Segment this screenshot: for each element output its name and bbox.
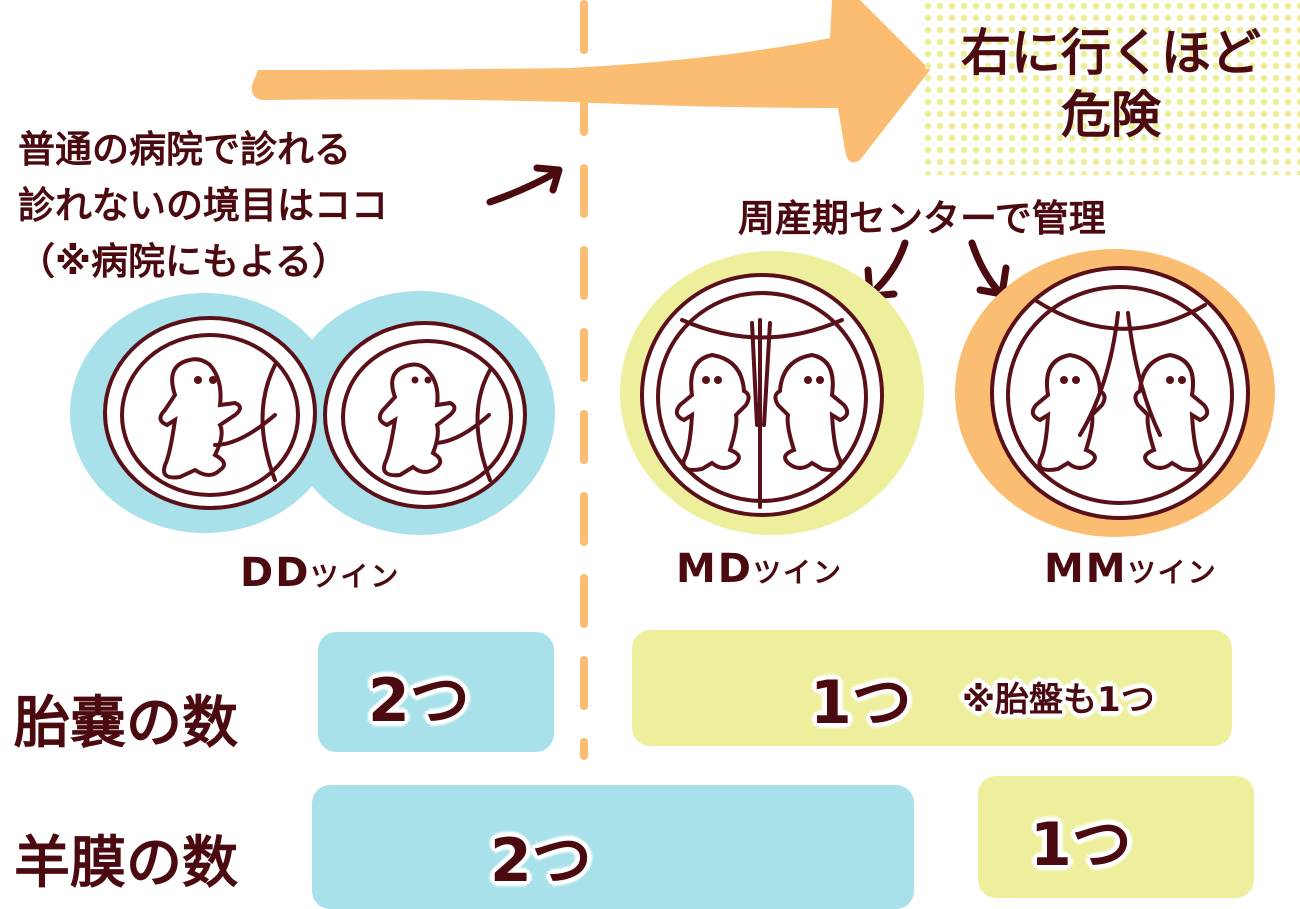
boundary-note-line2: 診れないの境目はココ: [18, 184, 388, 227]
twin-code: MD: [676, 546, 754, 592]
danger-label: 右に行くほど 危険: [922, 22, 1300, 146]
twin-label-md: MDツイン: [676, 546, 843, 592]
gestational-sac-md-mm-value: 1つ: [810, 668, 912, 738]
dd-twin-illustration: [70, 291, 555, 535]
amnion-dd-md-value: 2つ: [490, 826, 592, 896]
gestational-sac-dd-bar: [318, 632, 554, 752]
md-twin-illustration: [620, 251, 924, 535]
twin-suffix: ツイン: [753, 556, 844, 589]
amnion-mm-bar: [978, 776, 1254, 898]
danger-direction-arrow-icon: [251, 0, 930, 163]
boundary-note-line3: （※病院にもよる）: [18, 240, 349, 283]
placenta-note: ※胎盤も1つ: [962, 680, 1155, 720]
gestational-sac-label: 胎嚢の数: [14, 691, 238, 756]
boundary-note: 普通の病院で診れる 診れないの境目はココ （※病院にもよる）: [18, 122, 388, 290]
perinatal-center-note: 周産期センターで管理: [738, 197, 1106, 240]
twin-label-dd: DDツイン: [240, 550, 400, 596]
gestational-sac-dd-value: 2つ: [368, 666, 470, 736]
pointer-arrow-icon: [486, 164, 563, 206]
amnion-dd-md-bar: [312, 785, 914, 909]
danger-label-line2: 危険: [1061, 86, 1161, 144]
twin-suffix: ツイン: [1127, 556, 1218, 589]
danger-label-box: 右に行くほど 危険: [922, 0, 1300, 175]
danger-label-line1: 右に行くほど: [961, 24, 1261, 82]
boundary-dashed-line: [580, 0, 588, 760]
mm-twin-illustration: [955, 249, 1275, 537]
twin-label-mm: MMツイン: [1044, 546, 1218, 592]
amnion-mm-value: 1つ: [1030, 810, 1132, 880]
twin-code: MM: [1044, 546, 1128, 592]
boundary-note-line1: 普通の病院で診れる: [18, 128, 351, 171]
twin-suffix: ツイン: [310, 560, 401, 593]
gestational-sac-md-mm-bar: [632, 630, 1232, 746]
twin-code: DD: [240, 550, 311, 596]
amnion-label: 羊膜の数: [14, 831, 238, 896]
